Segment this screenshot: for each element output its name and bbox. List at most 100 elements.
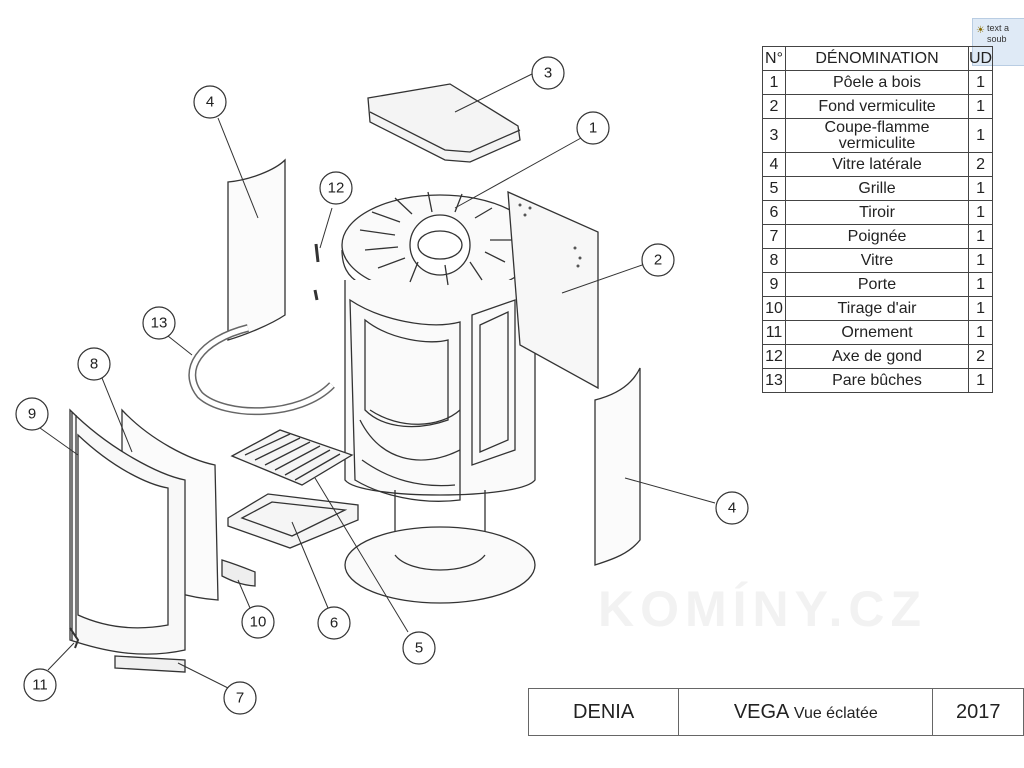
leader-13 <box>167 335 193 356</box>
callout-label-12: 12 <box>328 180 345 197</box>
part-ornement <box>69 627 80 649</box>
part-tirage-air <box>221 559 256 587</box>
part-grille <box>230 429 354 486</box>
row-name: Coupe-flamme vermiculite <box>785 118 969 153</box>
header-no: N° <box>762 46 786 71</box>
leader-12 <box>319 207 333 249</box>
row-no: 4 <box>762 152 786 177</box>
row-name: Vitre latérale <box>785 152 969 177</box>
callout-circle-12 <box>319 171 353 205</box>
watermark: KOMÍNY.CZ <box>598 581 927 637</box>
title-model: VEGA <box>733 700 789 723</box>
leader-8 <box>101 377 133 453</box>
header-name: DÉNOMINATION <box>785 46 969 71</box>
row-no: 13 <box>762 368 786 393</box>
callout-label-5: 5 <box>415 640 423 657</box>
leader-11 <box>47 642 75 671</box>
leader-7 <box>177 662 229 689</box>
header-qty: UD <box>967 46 994 71</box>
row-no: 2 <box>762 94 786 119</box>
row-qty: 1 <box>967 70 994 95</box>
row-name: Pôele a bois <box>785 70 969 95</box>
row-name: Grille <box>785 176 969 201</box>
part-vitre-laterale-right <box>594 367 641 566</box>
part-porte <box>69 408 186 655</box>
callout-circle-4a <box>193 85 227 119</box>
row-qty: 1 <box>967 118 994 153</box>
row-name: Ornement <box>785 320 969 345</box>
part-axe-de-gond <box>313 243 320 301</box>
callout-circle-3 <box>531 56 565 90</box>
callout-label-4a: 4 <box>206 94 214 111</box>
row-qty: 1 <box>967 368 994 393</box>
row-no: 9 <box>762 272 786 297</box>
row-name: Tiroir <box>785 200 969 225</box>
row-qty: 1 <box>967 200 994 225</box>
callout-circle-7 <box>223 681 257 715</box>
callout-label-6: 6 <box>330 615 338 632</box>
callout-circle-10 <box>241 605 275 639</box>
leader-4a <box>217 117 259 219</box>
row-no: 11 <box>762 320 786 345</box>
leader-3 <box>454 73 533 113</box>
leader-4b <box>624 477 716 504</box>
part-tiroir <box>227 493 359 549</box>
callout-circle-13 <box>142 306 176 340</box>
row-name: Porte <box>785 272 969 297</box>
callout-circle-5 <box>402 631 436 665</box>
row-no: 8 <box>762 248 786 273</box>
title-view: Vue éclatée <box>793 704 878 722</box>
row-name: Tirage d'air <box>785 296 969 321</box>
title-brand: DENIA <box>527 688 680 736</box>
part-fond-vermiculite <box>507 190 599 390</box>
leader-1 <box>454 137 582 209</box>
callout-label-8: 8 <box>90 356 98 373</box>
row-no: 1 <box>762 70 786 95</box>
title-year: 2017 <box>932 688 1024 736</box>
row-qty: 2 <box>967 344 994 369</box>
lightbulb-icon: ☀ <box>976 25 985 36</box>
row-name: Axe de gond <box>785 344 969 369</box>
row-name: Fond vermiculite <box>785 94 969 119</box>
title-block: DENIA VEGA Vue éclatée 2017 <box>527 688 1024 736</box>
row-no: 12 <box>762 344 786 369</box>
leader-5 <box>314 477 409 633</box>
part-vitre-laterale-left <box>227 158 286 341</box>
title-model-cell: VEGA Vue éclatée <box>678 688 934 736</box>
part-poignee <box>114 655 186 673</box>
row-no: 6 <box>762 200 786 225</box>
row-no: 3 <box>762 118 786 153</box>
callout-label-2: 2 <box>654 252 662 269</box>
row-no: 7 <box>762 224 786 249</box>
part-stove-body <box>341 191 539 502</box>
row-name: Vitre <box>785 248 969 273</box>
callout-circle-1 <box>576 111 610 145</box>
leader-9 <box>39 427 79 456</box>
callout-label-4b: 4 <box>728 500 736 517</box>
row-name: Poignée <box>785 224 969 249</box>
row-qty: 1 <box>967 272 994 297</box>
callout-label-11: 11 <box>32 677 48 694</box>
leader-10 <box>237 579 251 609</box>
leader-2 <box>561 263 646 294</box>
row-qty: 1 <box>967 248 994 273</box>
callout-circle-11 <box>23 668 57 702</box>
callout-circle-8 <box>77 347 111 381</box>
callout-circle-2 <box>641 243 675 277</box>
row-qty: 1 <box>967 176 994 201</box>
row-qty: 1 <box>967 296 994 321</box>
